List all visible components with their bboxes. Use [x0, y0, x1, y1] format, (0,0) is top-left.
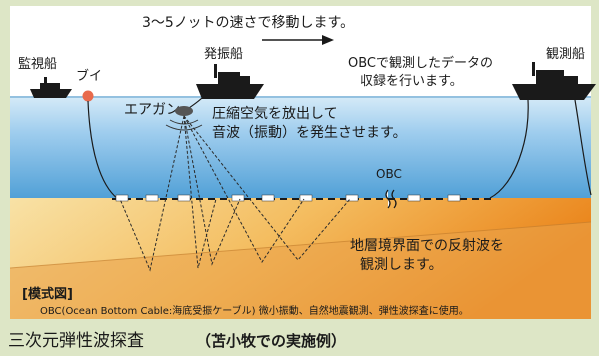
obc-receiver: [231, 194, 245, 202]
reflection-note-line1: 地層境界面での反射波を: [350, 238, 504, 254]
reflection-note-line2: 観測します。: [360, 256, 443, 273]
obc-receiver: [299, 194, 313, 202]
sound-wave-outer-icon: [165, 124, 203, 131]
observation-ship-label: 観測船: [546, 47, 585, 62]
cable-break-mark-2: [391, 189, 397, 209]
buoy-label: ブイ: [76, 68, 102, 84]
obc-receiver: [345, 194, 359, 202]
guard-ship-label: 監視船: [18, 56, 57, 72]
cable-break-mark: [385, 189, 391, 209]
buoy-icon: [82, 90, 94, 102]
deep-strata: [10, 222, 591, 319]
guard-ship-icon: [30, 77, 72, 98]
layer-boundary: [9, 221, 592, 269]
recording-cable: [489, 99, 529, 199]
airgun-note-line2: 音波（振動）を発生させます。: [212, 124, 407, 141]
obc-receiver: [407, 194, 421, 202]
airgun-label: エアガン: [124, 102, 180, 118]
ray-paths: [119, 115, 351, 272]
obc-receiver: [261, 194, 275, 202]
obc-receiver: [447, 194, 461, 202]
airgun-icon: [175, 106, 193, 116]
source-ship-icon: [196, 64, 264, 99]
buoy-tether: [87, 100, 119, 200]
airgun-note-line1: 圧縮空気を放出して: [212, 106, 338, 122]
speed-note: 3～5ノットの速さで移動します。: [142, 15, 354, 31]
obc-receiver: [145, 194, 159, 202]
obc-receivers: [115, 194, 461, 202]
anchor-line: [574, 99, 592, 196]
caption-sub: （苫小牧での実施例）: [196, 332, 346, 350]
model-tag: [模式図]: [22, 286, 73, 302]
obc-note-line2: 収録を行います。: [360, 74, 463, 89]
obc-note-line1: OBCで観測したデータの: [348, 55, 493, 71]
sound-wave-icon: [169, 119, 199, 125]
movement-arrow-head: [322, 35, 334, 45]
obc-description: OBC(Ocean Bottom Cable:海底受振ケーブル) 微小振動、自然…: [40, 304, 469, 317]
observation-ship-icon: [512, 62, 596, 100]
obc-label: OBC: [376, 167, 402, 181]
obc-receiver: [115, 194, 129, 202]
sea-layer: [10, 96, 591, 200]
obc-receiver: [177, 194, 191, 202]
sky-area: [10, 6, 591, 98]
source-ship-label: 発振船: [204, 47, 243, 62]
caption-main: 三次元弾性波探査: [8, 331, 144, 351]
